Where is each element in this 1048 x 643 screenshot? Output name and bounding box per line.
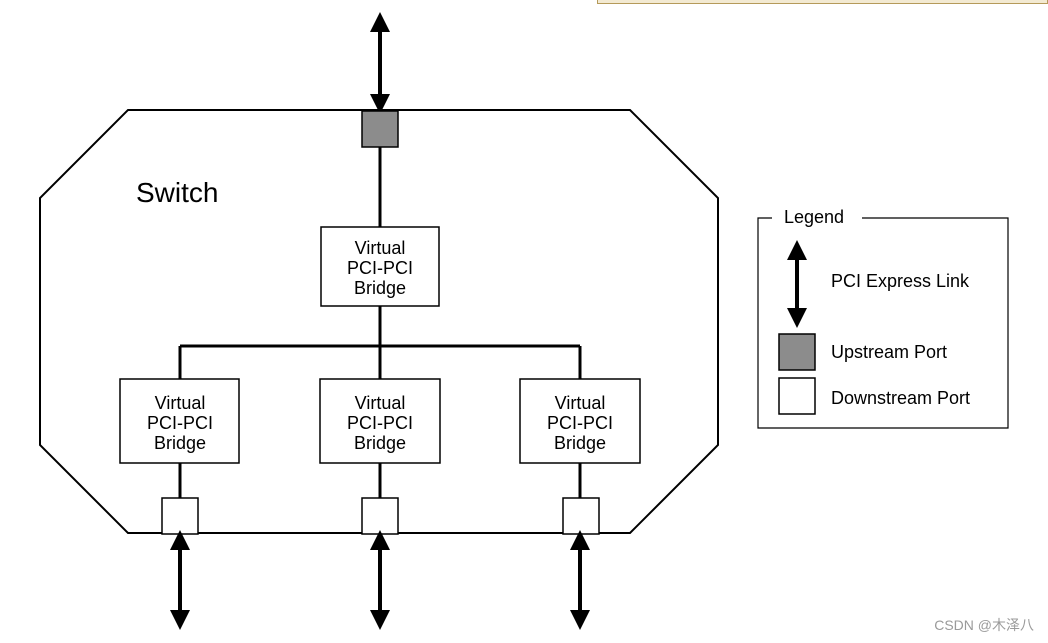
watermark: CSDN @木泽八 <box>934 617 1034 633</box>
bridge-top-line-1: Virtual <box>355 238 406 258</box>
bridge-top: Virtual PCI-PCI Bridge <box>320 226 440 307</box>
legend-frame <box>757 217 1009 429</box>
bridge-middle-line-1: Virtual <box>355 393 406 413</box>
hollow-square-icon <box>778 377 816 415</box>
bridge-left-line-2: PCI-PCI <box>147 413 213 433</box>
switch-outline <box>39 109 719 534</box>
switch-label: Switch <box>136 177 218 208</box>
legend-item-upstream-port: Upstream Port <box>831 342 947 362</box>
bridge-middle-line-3: Bridge <box>354 433 406 453</box>
legend-item-pci-express-link: PCI Express Link <box>831 271 970 291</box>
bridge-left-line-1: Virtual <box>155 393 206 413</box>
legend: Legend PCI Express Link Upstream Port Do… <box>757 207 1009 429</box>
bridge-right: Virtual PCI-PCI Bridge <box>519 378 641 464</box>
bridge-top-line-3: Bridge <box>354 278 406 298</box>
downstream-port-middle <box>361 497 399 535</box>
legend-title: Legend <box>784 207 844 227</box>
bridge-left-line-3: Bridge <box>154 433 206 453</box>
downstream-port-left <box>161 497 199 535</box>
bridge-middle: Virtual PCI-PCI Bridge <box>319 378 441 464</box>
bridge-right-line-1: Virtual <box>555 393 606 413</box>
downstream-port-right <box>562 497 600 535</box>
bridge-middle-line-2: PCI-PCI <box>347 413 413 433</box>
bridge-right-line-3: Bridge <box>554 433 606 453</box>
upstream-port <box>361 110 399 148</box>
filled-square-icon <box>778 333 816 371</box>
bridge-right-line-2: PCI-PCI <box>547 413 613 433</box>
bridge-top-line-2: PCI-PCI <box>347 258 413 278</box>
bridge-left: Virtual PCI-PCI Bridge <box>119 378 240 464</box>
legend-item-downstream-port: Downstream Port <box>831 388 970 408</box>
